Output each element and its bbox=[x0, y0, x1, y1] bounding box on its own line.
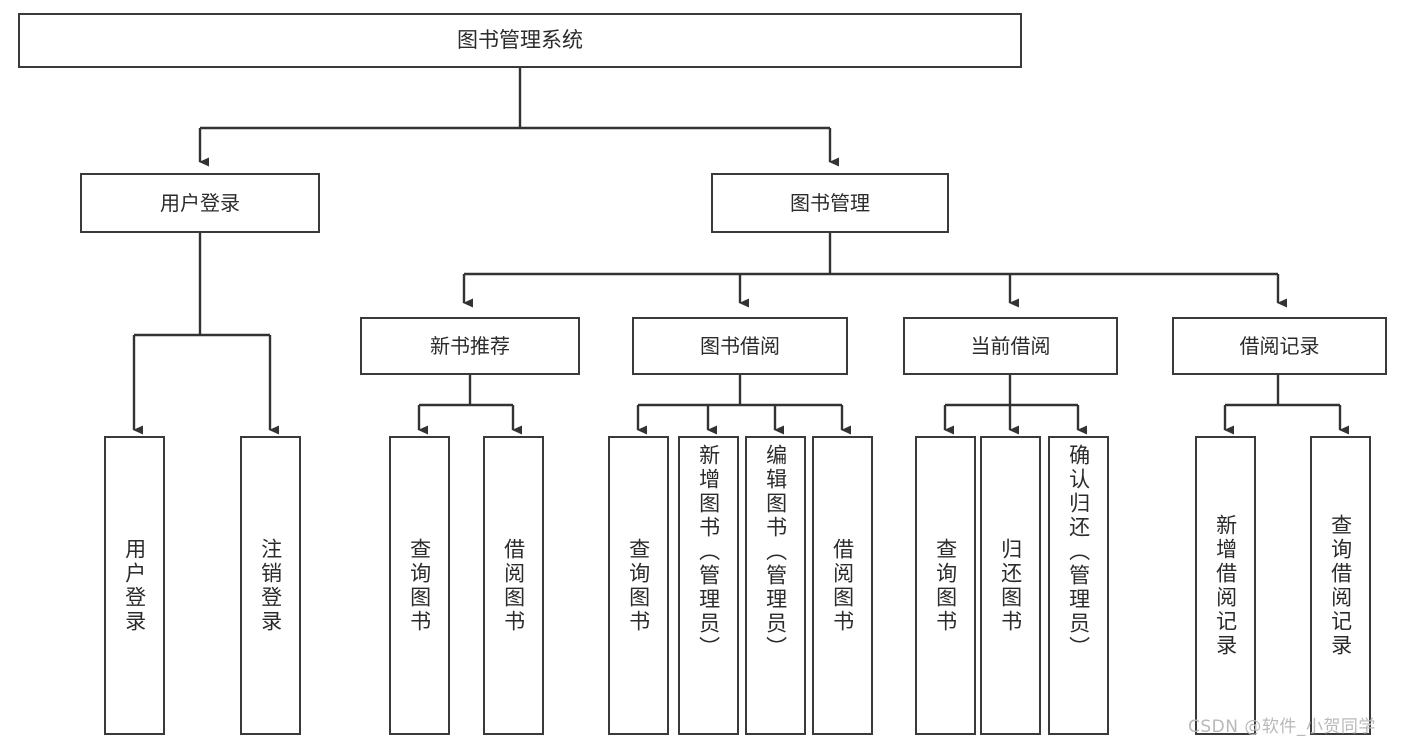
node-root-system[interactable]: 图书管理系统 bbox=[18, 13, 1022, 68]
leaf-recommend-query-book[interactable]: 查询图书 bbox=[389, 436, 450, 735]
leaf-user-login-logout[interactable]: 注销登录 bbox=[240, 436, 301, 735]
csdn-watermark: CSDN @软件_小贺同学 bbox=[1188, 717, 1376, 737]
node-label: 查询图书 bbox=[933, 537, 958, 634]
node-label: 查询借阅记录 bbox=[1328, 513, 1353, 658]
leaf-current-confirm-return-admin[interactable]: 确认归还（管理员） bbox=[1048, 436, 1109, 735]
leaf-current-query-book[interactable]: 查询图书 bbox=[915, 436, 976, 735]
node-label: 用户登录 bbox=[122, 537, 147, 634]
node-label: 借阅图书 bbox=[501, 537, 526, 634]
leaf-borrow-borrow-book[interactable]: 借阅图书 bbox=[812, 436, 873, 735]
leaf-record-query-record[interactable]: 查询借阅记录 bbox=[1310, 436, 1371, 735]
leaf-borrow-edit-book-admin[interactable]: 编辑图书（管理员） bbox=[745, 436, 806, 735]
node-label: 查询图书 bbox=[626, 537, 651, 634]
node-label: 借阅图书 bbox=[830, 537, 855, 634]
node-book-borrow[interactable]: 图书借阅 bbox=[632, 317, 848, 375]
node-label: 用户登录 bbox=[160, 190, 240, 215]
leaf-borrow-add-book-admin[interactable]: 新增图书（管理员） bbox=[678, 436, 739, 735]
node-label: 图书管理系统 bbox=[457, 28, 583, 53]
node-label: 借阅记录 bbox=[1239, 333, 1320, 358]
leaf-recommend-borrow-book[interactable]: 借阅图书 bbox=[483, 436, 544, 735]
node-label: 当前借阅 bbox=[970, 333, 1051, 358]
node-new-book-recommend[interactable]: 新书推荐 bbox=[360, 317, 580, 375]
node-label: 归还图书 bbox=[998, 537, 1023, 634]
leaf-record-add-record[interactable]: 新增借阅记录 bbox=[1195, 436, 1256, 735]
node-borrow-record[interactable]: 借阅记录 bbox=[1172, 317, 1387, 375]
node-label: 新增借阅记录 bbox=[1213, 513, 1238, 658]
node-label: 确认归还（管理员） bbox=[1066, 444, 1091, 660]
node-book-management[interactable]: 图书管理 bbox=[711, 173, 949, 233]
leaf-user-login-login[interactable]: 用户登录 bbox=[104, 436, 165, 735]
node-current-borrow[interactable]: 当前借阅 bbox=[903, 317, 1118, 375]
node-label: 图书管理 bbox=[790, 190, 870, 215]
node-label: 查询图书 bbox=[407, 537, 432, 634]
node-user-login[interactable]: 用户登录 bbox=[80, 173, 320, 233]
node-label: 注销登录 bbox=[258, 537, 283, 634]
node-label: 图书借阅 bbox=[700, 333, 780, 358]
leaf-current-return-book[interactable]: 归还图书 bbox=[980, 436, 1041, 735]
leaf-borrow-query-book[interactable]: 查询图书 bbox=[608, 436, 669, 735]
node-label: 新增图书（管理员） bbox=[696, 444, 721, 660]
node-label: 编辑图书（管理员） bbox=[763, 444, 788, 660]
node-label: 新书推荐 bbox=[430, 333, 510, 358]
